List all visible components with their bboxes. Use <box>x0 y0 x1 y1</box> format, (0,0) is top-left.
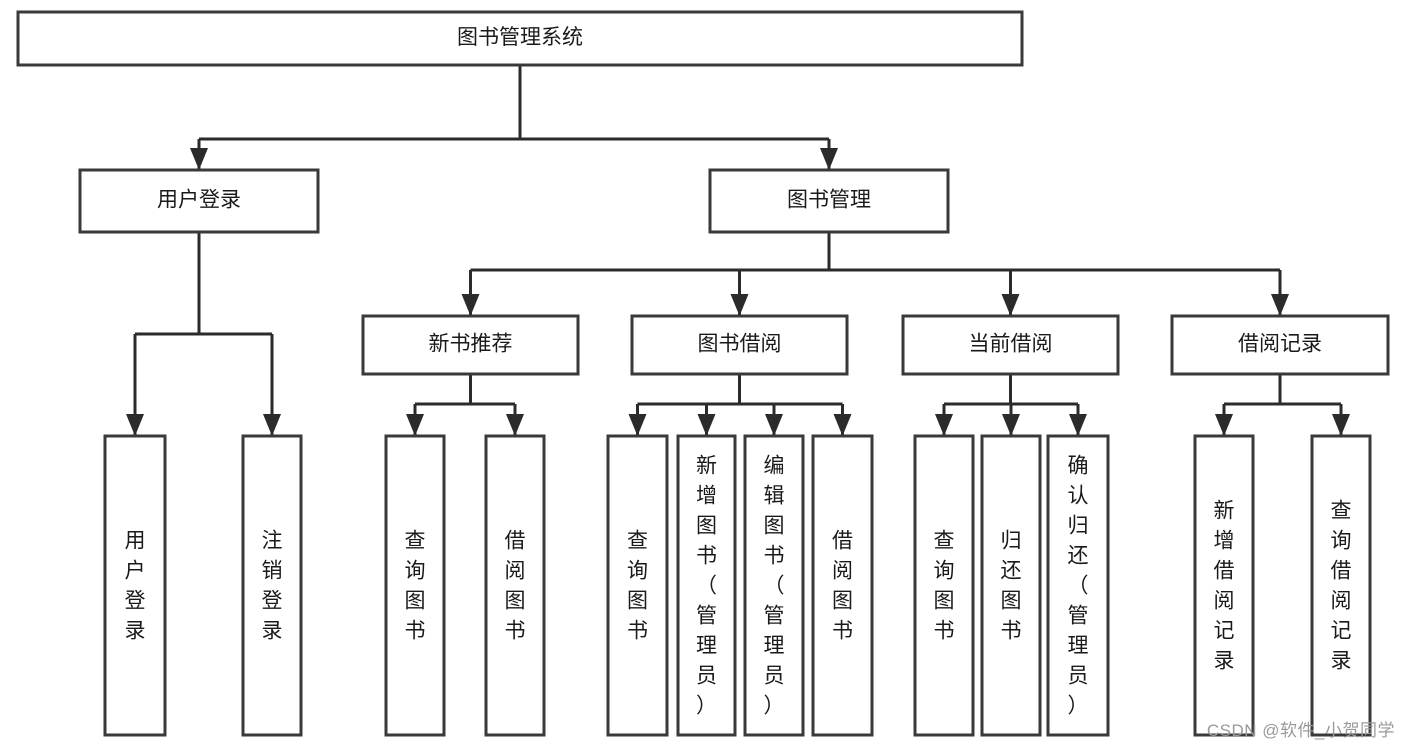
arrow-head-icon <box>190 148 208 170</box>
node-label-leaf-query-book-1: 查询图书 <box>405 529 426 642</box>
node-label-book-manage: 图书管理 <box>787 189 871 212</box>
arrow-head-icon <box>1215 414 1233 436</box>
arrow-head-icon <box>406 414 424 436</box>
node-leaf-logout[interactable]: 注销登录 <box>241 434 303 737</box>
node-leaf-borrow-book-2[interactable]: 借阅图书 <box>811 434 874 737</box>
node-box-book-manage <box>708 168 950 234</box>
node-box-leaf-query-book-3 <box>913 434 975 737</box>
node-box-current-borrow <box>901 314 1120 376</box>
node-leaf-query-book-1[interactable]: 查询图书 <box>384 434 446 737</box>
node-leaf-borrow-book-1[interactable]: 借阅图书 <box>484 434 546 737</box>
node-box-leaf-query-book-2 <box>606 434 669 737</box>
connector-layer <box>126 65 1350 436</box>
node-leaf-edit-book[interactable]: 编辑图书（管理员） <box>743 434 805 737</box>
node-label-book-borrow: 图书借阅 <box>698 333 782 356</box>
node-label-leaf-add-book: 新增图书（管理员） <box>696 454 717 717</box>
node-label-borrow-record: 借阅记录 <box>1238 333 1322 356</box>
node-label-leaf-edit-book: 编辑图书（管理员） <box>764 454 785 717</box>
node-box-leaf-edit-book <box>743 434 805 737</box>
arrow-head-icon <box>461 294 480 316</box>
node-box-leaf-borrow-book-1 <box>484 434 546 737</box>
node-label-leaf-add-record: 新增借阅记录 <box>1214 499 1235 672</box>
node-leaf-confirm-return[interactable]: 确认归还（管理员） <box>1046 434 1110 737</box>
node-box-leaf-return-book <box>980 434 1042 737</box>
node-box-borrow-record <box>1170 314 1390 376</box>
node-label-leaf-borrow-book-1: 借阅图书 <box>505 529 526 642</box>
node-leaf-query-book-3[interactable]: 查询图书 <box>913 434 975 737</box>
arrow-head-icon <box>833 414 852 436</box>
arrow-head-icon <box>1069 414 1087 436</box>
arrow-head-icon <box>730 294 749 316</box>
node-label-new-book-recommend: 新书推荐 <box>429 333 513 356</box>
node-label-leaf-return-book: 归还图书 <box>1001 529 1022 642</box>
arrow-head-icon <box>1271 294 1289 316</box>
node-box-new-book-recommend <box>361 314 580 376</box>
node-box-leaf-add-record <box>1193 434 1255 737</box>
arrow-head-icon <box>935 414 953 436</box>
node-current-borrow[interactable]: 当前借阅 <box>901 314 1120 376</box>
node-leaf-query-record[interactable]: 查询借阅记录 <box>1310 434 1372 737</box>
node-label-root: 图书管理系统 <box>457 26 583 49</box>
arrow-head-icon <box>506 414 524 436</box>
node-box-leaf-query-book-1 <box>384 434 446 737</box>
node-box-root <box>16 10 1024 67</box>
node-label-leaf-logout: 注销登录 <box>262 529 283 642</box>
arrow-head-icon <box>765 414 783 436</box>
arrow-head-icon <box>820 148 838 170</box>
node-label-leaf-query-book-3: 查询图书 <box>934 529 955 642</box>
node-book-borrow[interactable]: 图书借阅 <box>630 314 849 376</box>
node-label-leaf-user-login: 用户登录 <box>125 529 146 642</box>
node-user-login[interactable]: 用户登录 <box>78 168 320 234</box>
node-box-leaf-logout <box>241 434 303 737</box>
arrow-head-icon <box>628 414 647 436</box>
arrow-head-icon <box>697 414 716 436</box>
node-label-leaf-borrow-book-2: 借阅图书 <box>832 529 853 642</box>
node-box-leaf-query-record <box>1310 434 1372 737</box>
arrow-head-icon <box>1332 414 1350 436</box>
node-label-leaf-query-book-2: 查询图书 <box>627 529 648 642</box>
node-leaf-add-record[interactable]: 新增借阅记录 <box>1193 434 1255 737</box>
node-book-manage[interactable]: 图书管理 <box>708 168 950 234</box>
node-box-leaf-user-login <box>103 434 167 737</box>
arrow-head-icon <box>1001 294 1020 316</box>
watermark-text: CSDN @软件_小贺同学 <box>1206 721 1395 740</box>
node-borrow-record[interactable]: 借阅记录 <box>1170 314 1390 376</box>
node-leaf-return-book[interactable]: 归还图书 <box>980 434 1042 737</box>
node-leaf-add-book[interactable]: 新增图书（管理员） <box>676 434 737 737</box>
arrow-head-icon <box>263 414 281 436</box>
node-leaf-query-book-2[interactable]: 查询图书 <box>606 434 669 737</box>
node-label-current-borrow: 当前借阅 <box>969 333 1053 356</box>
node-box-book-borrow <box>630 314 849 376</box>
node-box-leaf-confirm-return <box>1046 434 1110 737</box>
node-label-leaf-confirm-return: 确认归还（管理员） <box>1068 454 1089 717</box>
node-label-leaf-query-record: 查询借阅记录 <box>1331 499 1352 672</box>
node-box-user-login <box>78 168 320 234</box>
node-box-leaf-borrow-book-2 <box>811 434 874 737</box>
node-new-book-recommend[interactable]: 新书推荐 <box>361 314 580 376</box>
node-layer: 图书管理系统用户登录图书管理新书推荐图书借阅当前借阅借阅记录用户登录注销登录查询… <box>16 10 1390 737</box>
node-label-user-login: 用户登录 <box>157 189 241 212</box>
node-box-leaf-add-book <box>676 434 737 737</box>
node-leaf-user-login[interactable]: 用户登录 <box>103 434 167 737</box>
arrow-head-icon <box>1002 414 1020 436</box>
node-root[interactable]: 图书管理系统 <box>16 10 1024 67</box>
arrow-head-icon <box>126 414 144 436</box>
